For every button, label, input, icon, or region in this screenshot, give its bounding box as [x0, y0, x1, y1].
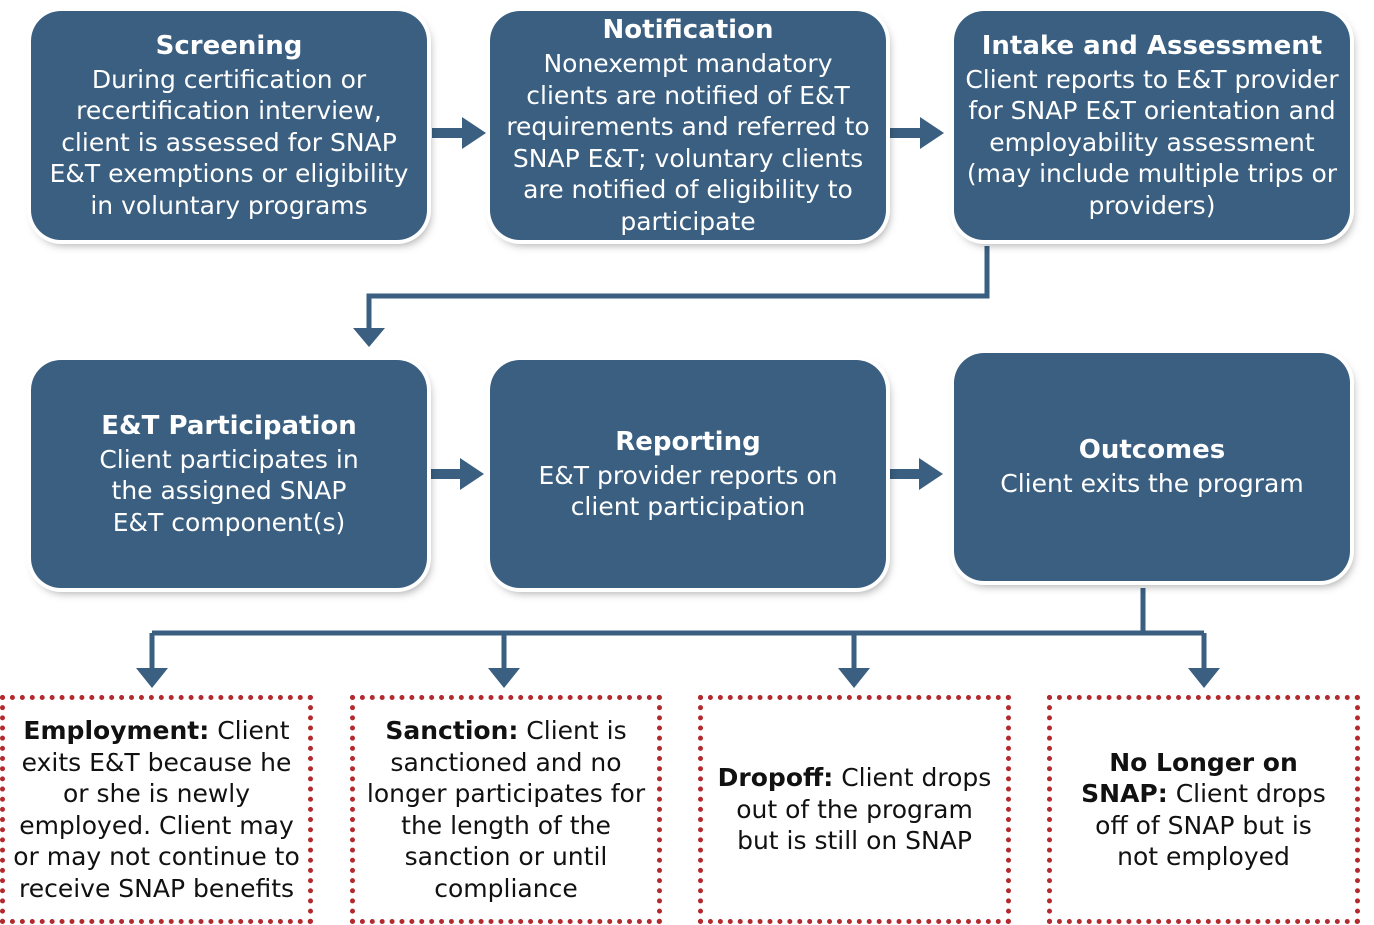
- step-title: Screening: [155, 30, 303, 61]
- step-screening: Screening During certification or recert…: [31, 11, 427, 240]
- step-body: Client reports to E&T provider for SNAP …: [965, 64, 1339, 220]
- step-intake-assessment: Intake and Assessment Client reports to …: [954, 11, 1350, 240]
- outcome-no-longer-on-snap: No Longer on SNAP: Client drops off of S…: [1047, 695, 1360, 924]
- step-body: Nonexempt mandatory clients are notified…: [506, 49, 870, 236]
- outcome-title: No Longer on SNAP:: [1081, 747, 1298, 809]
- step-body: Client exits the program: [1000, 469, 1304, 499]
- arrow-screening-to-notification: [432, 117, 486, 149]
- outcome-body: Client drops out of the program but is s…: [736, 763, 992, 856]
- step-outcomes: Outcomes Client exits the program: [954, 353, 1350, 581]
- arrowhead-dropoff: [838, 668, 870, 688]
- arrow-reporting-to-outcomes: [889, 458, 943, 490]
- outcome-employment: Employment: Client exits E&T because he …: [0, 695, 313, 924]
- step-body: During certification or recertification …: [49, 64, 409, 220]
- arrowhead-participation: [353, 328, 385, 347]
- arrowhead-sanction: [488, 668, 520, 688]
- step-title: Outcomes: [1078, 435, 1226, 466]
- arrowhead-no-longer-snap: [1188, 668, 1220, 688]
- step-et-participation: E&T Participation Client participates in…: [31, 360, 427, 588]
- step-title: E&T Participation: [101, 410, 357, 441]
- step-body: E&T provider reports on client participa…: [538, 460, 838, 522]
- outcome-dropoff: Dropoff: Client drops out of the program…: [698, 695, 1011, 924]
- outcome-body: Client exits E&T because he or she is ne…: [13, 716, 300, 903]
- outcome-body: Client drops off of SNAP but is not empl…: [1095, 779, 1326, 871]
- connector-intake-to-participation: [366, 246, 990, 330]
- step-title: Notification: [602, 15, 774, 45]
- step-notification: Notification Nonexempt mandatory clients…: [490, 11, 886, 240]
- step-body: Client participates in the assigned SNAP…: [99, 444, 359, 537]
- outcome-title: Sanction:: [385, 716, 519, 745]
- arrow-participation-to-reporting: [430, 458, 484, 490]
- outcome-title: Dropoff:: [717, 763, 834, 793]
- step-title: Intake and Assessment: [981, 30, 1323, 61]
- step-title: Reporting: [615, 426, 761, 457]
- outcome-body: Client is sanctioned and no longer parti…: [366, 716, 646, 903]
- arrow-notification-to-intake: [890, 117, 944, 149]
- outcome-sanction: Sanction: Client is sanctioned and no lo…: [350, 695, 662, 924]
- arrowhead-employment: [136, 668, 168, 688]
- step-reporting: Reporting E&T provider reports on client…: [490, 360, 886, 588]
- outcome-title: Employment:: [23, 716, 210, 745]
